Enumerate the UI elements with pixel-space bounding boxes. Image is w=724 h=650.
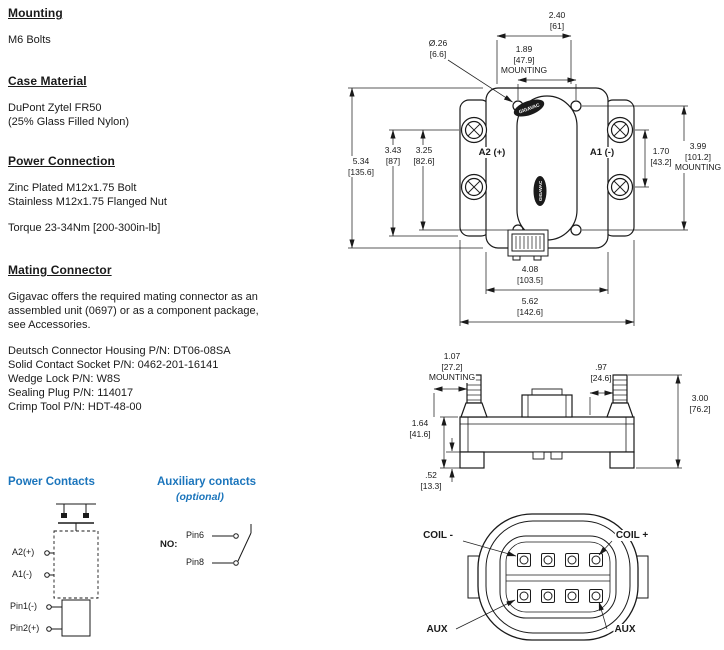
dim-label-width-overall: 5.62 [142.6] [516, 296, 544, 317]
dim-label-feet-height: .52 [13.3] [419, 470, 443, 491]
dim-label-height-body: 1.64 [41.6] [408, 418, 432, 439]
section-mating-connector: Mating Connector Gigavac offers the requ… [8, 263, 356, 414]
section-title: Case Material [8, 74, 87, 88]
dim-label-mounting-height: 3.99 [101.2] MOUNTING [673, 141, 723, 173]
side-connector-housing [521, 388, 573, 418]
dim-label-hole-diameter: Ø.26 [6.6] [427, 38, 449, 59]
terminal-label-a1: A1 (-) [588, 147, 616, 158]
section-body: DuPont Zytel FR50 (25% Glass Filled Nylo… [8, 102, 130, 128]
aux-label-pin8: Pin8 [186, 557, 205, 568]
terminal-a1-bolts [606, 116, 634, 201]
dim-label-mounting-width: 1.89 [47.9] MOUNTING [499, 44, 549, 76]
dim-label-mount-offset: 1.07 [27.2] MOUNTING [427, 351, 477, 383]
front-view-part: GIGAVAC GIGAVAC [459, 87, 635, 261]
mating-part-numbers: Deutsch Connector Housing P/N: DT06-08SA… [8, 345, 231, 413]
schematic-label-pin2: Pin2(+) [10, 623, 40, 634]
section-case-material: Case Material DuPont Zytel FR50 (25% Gla… [8, 74, 356, 129]
power-contacts-schematic [44, 503, 99, 637]
pin-label-coil-plus: COIL + [614, 530, 650, 541]
section-title: Power Connection [8, 154, 115, 168]
side-view-dimensions [433, 374, 682, 482]
pin-label-aux-right: AUX [613, 624, 637, 635]
schematic-label-pin1: Pin1(-) [10, 601, 38, 612]
svg-text:GIGAVAC: GIGAVAC [538, 180, 543, 201]
aux-contacts-schematic [212, 524, 252, 566]
aux-label-pin6: Pin6 [186, 530, 205, 541]
section-mounting: Mounting M6 Bolts [8, 6, 356, 47]
section-body: M6 Bolts [8, 34, 51, 46]
front-connector-block [507, 229, 549, 261]
side-view-part [459, 374, 635, 469]
pin-label-coil-minus: COIL - [422, 530, 454, 541]
connector-leader-lines [455, 540, 613, 630]
dim-label-connector-offset: .97 [24.6] [589, 362, 613, 383]
terminal-label-a2: A2 (+) [477, 147, 507, 158]
pin-label-aux-left: AUX [425, 624, 449, 635]
terminal-a2-bolts [460, 116, 488, 201]
section-body: Zinc Plated M12x1.75 Bolt Stainless M12x… [8, 182, 167, 208]
aux-optional-note: (optional) [176, 491, 224, 503]
section-power-connection: Power Connection Zinc Plated M12x1.75 Bo… [8, 154, 356, 235]
dim-label-height-total: 3.00 [76.2] [688, 393, 712, 414]
schematic-label-a1: A1(-) [12, 569, 32, 580]
dim-label-width-top: 2.40 [61] [547, 10, 567, 31]
aux-no-label: NO: [160, 539, 178, 550]
connector-face-view [455, 513, 649, 641]
mating-intro: Gigavac offers the required mating conne… [8, 291, 259, 331]
side-bolt-right [606, 374, 634, 418]
connector-pins [517, 553, 603, 603]
power-contacts-heading: Power Contacts [8, 476, 95, 488]
dim-label-height-1: 3.43 [87] [383, 145, 403, 166]
dim-label-width-body: 4.08 [103.5] [516, 264, 544, 285]
section-title: Mating Connector [8, 263, 112, 277]
torque-note: Torque 23-34Nm [200-300in-lb] [8, 222, 161, 234]
dim-label-height-2: 3.25 [82.6] [412, 145, 436, 166]
section-title: Mounting [8, 6, 63, 20]
aux-contacts-heading: Auxiliary contacts [157, 476, 257, 488]
dim-label-height-overall: 5.34 [135.6] [347, 156, 375, 177]
schematic-label-a2: A2(+) [12, 547, 35, 558]
dim-label-terminal-spacing: 1.70 [43.2] [649, 146, 673, 167]
gigavac-logo: GIGAVAC GIGAVAC [513, 99, 547, 206]
